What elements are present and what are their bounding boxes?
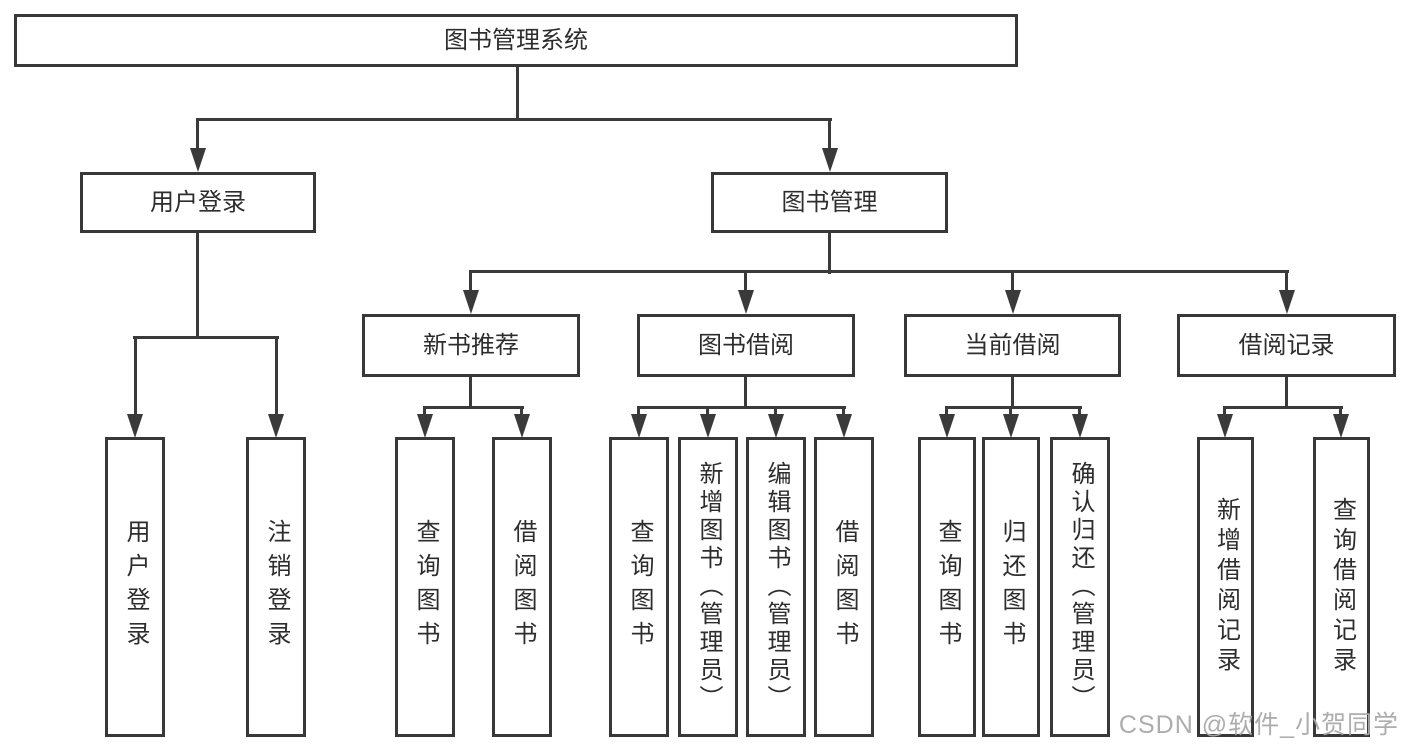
leaf-query-books-borrow: 查询图书 [609,437,669,737]
connector-to-book-management [828,119,831,152]
connector-level3-rail [469,270,1289,273]
leaf-borrow-books: 借阅图书 [814,437,874,737]
connector-leaf [1339,407,1342,417]
node-label: 图书借阅 [698,331,794,359]
leaf-borrow-books-recommend: 借阅图书 [492,437,552,737]
node-label: 归还图书 [998,519,1025,655]
node-label: 借阅记录 [1238,331,1335,359]
node-label: 注销登录 [263,519,290,655]
connector-leaf [1009,407,1012,417]
node-label: 图书管理 [781,188,878,216]
connector-to-leaf-user-login [134,337,137,417]
connector-new-book-stub [469,377,472,409]
arrow-down-icon [836,414,852,438]
arrow-down-icon [1279,290,1295,314]
leaf-user-login: 用户登录 [105,437,165,737]
node-borrow-record: 借阅记录 [1177,314,1396,377]
node-user-login: 用户登录 [80,172,316,233]
connector-user-login-rail [133,336,279,339]
leaf-logout: 注销登录 [246,437,306,737]
connector-to-user-login [196,119,199,152]
connector-current-borrow-stub [1011,377,1014,409]
connector-book-borrow-stub [744,377,747,409]
node-label: 借阅图书 [831,519,858,655]
arrow-down-icon [1005,290,1021,314]
node-book-borrow: 图书借阅 [637,314,855,377]
connector-leaf [945,407,948,417]
node-label: 查询图书 [626,519,653,655]
arrow-down-icon [463,290,479,314]
connector-leaf [706,407,709,417]
arrow-down-icon [700,414,716,438]
connector-borrow-record-rail [1223,406,1343,409]
node-label: 用户登录 [122,519,149,655]
node-label: 新增图书（管理员） [695,461,722,713]
connector-to-new-book [469,271,472,293]
connector-leaf [842,407,845,417]
arrow-down-icon [417,414,433,438]
leaf-confirm-return-admin: 确认归还（管理员） [1050,437,1110,737]
node-label: 查询图书 [412,519,439,655]
arrow-down-icon [768,414,784,438]
connector-user-login-stub [196,233,199,339]
node-label: 查询图书 [934,519,961,655]
leaf-query-books-recommend: 查询图书 [395,437,455,737]
arrow-down-icon [738,290,754,314]
connector-leaf [423,407,426,417]
connector-current-borrow-rail [945,406,1082,409]
arrow-down-icon [127,414,143,438]
connector-leaf [637,407,640,417]
leaf-query-borrow-record: 查询借阅记录 [1313,437,1370,737]
leaf-query-books-current: 查询图书 [918,437,976,737]
connector-leaf [1078,407,1081,417]
arrow-down-icon [1333,414,1349,438]
connector-leaf [774,407,777,417]
leaf-edit-books-admin: 编辑图书（管理员） [746,437,806,737]
connector-book-management-stub [828,233,831,274]
connector-to-book-borrow [744,271,747,293]
connector-root-stub [516,67,519,119]
arrow-down-icon [1072,414,1088,438]
arrow-down-icon [190,148,206,172]
node-label: 新增借阅记录 [1212,497,1240,677]
arrow-down-icon [1003,414,1019,438]
arrow-down-icon [1217,414,1233,438]
leaf-add-books-admin: 新增图书（管理员） [678,437,738,737]
connector-to-current-borrow [1011,271,1014,293]
node-label: 编辑图书（管理员） [763,461,790,713]
node-root-library-system: 图书管理系统 [14,14,1018,67]
node-label: 确认归还（管理员） [1067,461,1094,713]
connector-to-leaf-logout [275,337,278,417]
connector-borrow-record-stub [1285,377,1288,409]
arrow-down-icon [822,148,838,172]
node-label: 查询借阅记录 [1328,497,1356,677]
node-current-borrow: 当前借阅 [904,314,1121,377]
connector-leaf [1223,407,1226,417]
arrow-down-icon [631,414,647,438]
node-label: 图书管理系统 [444,26,588,54]
connector-book-borrow-rail [637,406,846,409]
node-book-management: 图书管理 [711,172,948,233]
connector-level2-rail [196,118,832,121]
connector-to-borrow-record [1285,271,1288,293]
arrow-down-icon [939,414,955,438]
node-label: 借阅图书 [509,519,536,655]
connector-new-book-rail [423,406,524,409]
arrow-down-icon [514,414,530,438]
node-label: 当前借阅 [964,331,1061,359]
csdn-watermark: CSDN @软件_小贺同学 [1118,711,1399,739]
node-new-book-recommend: 新书推荐 [362,314,580,377]
arrow-down-icon [268,414,284,438]
node-label: 新书推荐 [423,331,519,359]
leaf-return-books: 归还图书 [982,437,1040,737]
leaf-add-borrow-record: 新增借阅记录 [1197,437,1254,737]
connector-leaf [520,407,523,417]
node-label: 用户登录 [150,188,246,216]
